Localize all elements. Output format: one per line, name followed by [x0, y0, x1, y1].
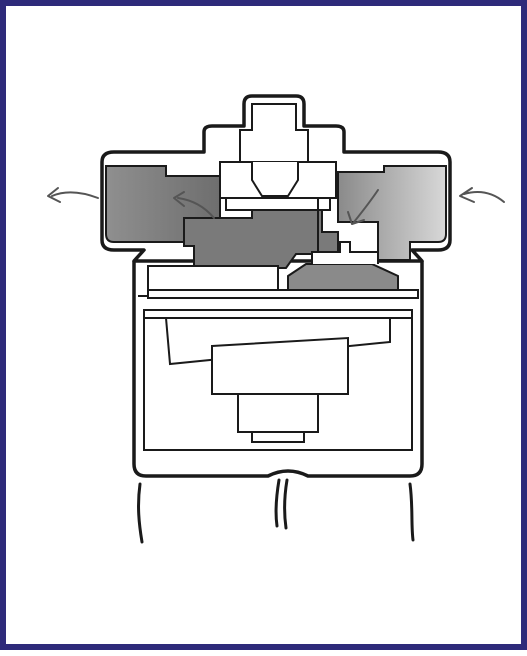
valve-diagram	[6, 6, 527, 656]
coil-base	[238, 394, 318, 432]
coil-terminal	[252, 432, 304, 442]
coil-core	[212, 338, 348, 394]
inlet-arrow-icon	[460, 188, 504, 202]
outlet-arrow-icon	[48, 188, 98, 202]
coil-legs	[139, 480, 413, 542]
